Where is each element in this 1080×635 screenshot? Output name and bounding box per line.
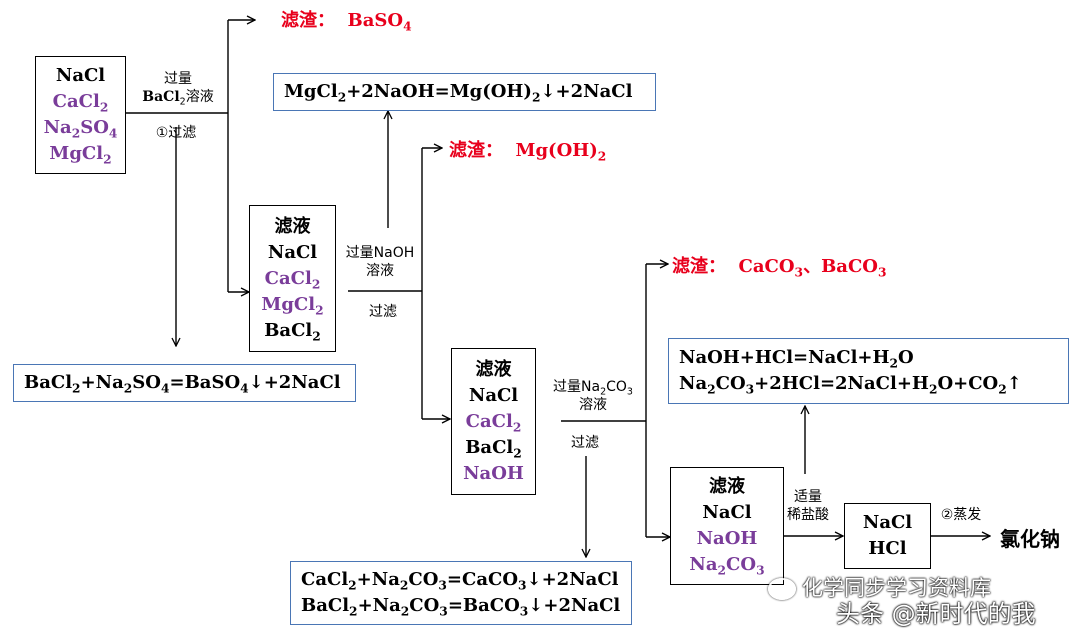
filtrate3-nacl: NaCl — [702, 502, 752, 523]
watermark-line1: 化学同步学习资料库 — [768, 572, 991, 602]
product-label: 氯化钠 — [1000, 527, 1060, 551]
filtrate2-bacl2: BaCl2 — [465, 436, 522, 460]
filtrate1-box: 滤液 NaCl CaCl2 MgCl2 BaCl2 — [249, 205, 336, 352]
watermark-line2: 头条 @新时代的我 — [836, 600, 1036, 628]
residue2-label: 滤渣： Mg(OH)2 — [449, 140, 607, 164]
filtrate2-cacl2: CaCl2 — [465, 410, 522, 434]
equation-baso4: BaCl2+Na2SO4=BaSO4↓+2NaCl — [13, 364, 356, 402]
equation-caco3-text: CaCl2+Na2CO3=CaCO3↓+2NaCl — [301, 569, 619, 593]
step3-reagent-label: 过量Na2CO3 溶液 — [553, 379, 633, 413]
equation-carbonates: CaCl2+Na2CO3=CaCO3↓+2NaCl BaCl2+Na2CO3=B… — [290, 561, 632, 625]
equation-mgoh-text: MgCl2+2NaOH=Mg(OH)2↓+2NaCl — [284, 81, 633, 105]
filtrate2-box: 滤液 NaCl CaCl2 BaCl2 NaOH — [451, 348, 536, 495]
start-na2so4: Na2SO4 — [43, 117, 118, 141]
equation-mgoh: MgCl2+2NaOH=Mg(OH)2↓+2NaCl — [273, 73, 656, 111]
filtrate2-title: 滤液 — [475, 358, 512, 380]
filtrate2-naoh: NaOH — [463, 462, 524, 484]
final-nacl: NaCl — [862, 512, 913, 533]
filtrate1-nacl: NaCl — [267, 241, 318, 263]
start-nacl: NaCl — [55, 65, 106, 86]
step5-evaporate-label: ②蒸发 — [940, 507, 982, 523]
filtrate1-title: 滤液 — [274, 215, 311, 237]
filtrate3-title: 滤液 — [709, 476, 745, 497]
step4-reagent-label: 适量 稀盐酸 — [787, 489, 829, 523]
equation-na2co3-hcl-text: Na2CO3+2HCl=2NaCl+H2O+CO2↑ — [679, 373, 1022, 397]
filtrate3-na2co3: Na2CO3 — [689, 554, 765, 578]
step2-filter-label: 过滤 — [369, 304, 397, 320]
step1-reagent-label: 过量 BaCl2溶液 — [142, 71, 214, 108]
filtrate3-naoh: NaOH — [696, 528, 758, 549]
equation-naoh-hcl-text: NaOH+HCl=NaCl+H2O — [679, 347, 914, 371]
filtrate2-nacl: NaCl — [468, 384, 519, 406]
filtrate1-mgcl2: MgCl2 — [261, 293, 324, 317]
filtrate3-box: 滤液 NaCl NaOH Na2CO3 — [670, 467, 784, 585]
start-cacl2: CaCl2 — [52, 91, 109, 115]
equation-baco3-text: BaCl2+Na2CO3=BaCO3↓+2NaCl — [301, 595, 621, 619]
step3-filter-label: 过滤 — [571, 435, 599, 451]
equation-baso4-text: BaCl2+Na2SO4=BaSO4↓+2NaCl — [24, 372, 341, 396]
start-mixture-box: NaCl CaCl2 Na2SO4 MgCl2 — [35, 56, 126, 174]
start-mgcl2: MgCl2 — [49, 143, 112, 167]
step1-filter-label: ①过滤 — [155, 125, 197, 141]
final-solution-box: NaCl HCl — [844, 503, 931, 569]
residue1-label: 滤渣： BaSO4 — [281, 10, 412, 34]
step2-reagent-label: 过量NaOH 溶液 — [345, 245, 415, 279]
equation-hcl: NaOH+HCl=NaCl+H2O Na2CO3+2HCl=2NaCl+H2O+… — [668, 338, 1069, 404]
filtrate1-cacl2: CaCl2 — [264, 267, 321, 291]
wechat-icon — [768, 578, 796, 600]
residue3-label: 滤渣： CaCO3、BaCO3 — [672, 256, 887, 280]
final-hcl: HCl — [868, 538, 907, 559]
filtrate1-bacl2: BaCl2 — [264, 319, 321, 343]
